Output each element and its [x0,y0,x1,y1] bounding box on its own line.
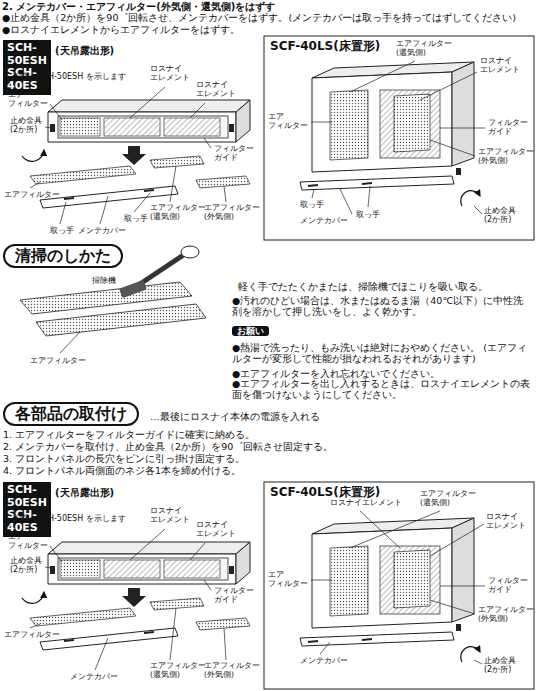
model-name: SCF-40LS(床置形) [270,486,380,500]
part-label: ロスナイエレメント [330,498,402,507]
part-label: エアフィルター (還気側) [420,490,476,507]
part-label: 止め金具 (2か所) [484,656,516,674]
note-text: ●エアフィルターを出し入れするときは、ロスナイエレメントの表面を傷つけないように… [232,379,532,401]
box-title: 各部品の取付け [15,405,127,423]
hand [181,246,199,258]
figure-note: ※図は SCH-50ESH を示します [12,514,126,523]
step-heading: 2. メンテカバー・エアフィルター(外気側・還気側)をはずす [2,1,275,13]
part-label: フィルター ガイド [488,118,528,136]
step-text: 1. エアフィルターをフィルターガイドに確実に納める。 [3,430,255,441]
part-label: フィルター ガイド [214,586,254,604]
part-label: エア フィルター [268,570,308,588]
part-label: エアフィルター (還気側) [150,204,206,221]
part-label: エアフィルター [30,356,86,365]
part-label: メンテカバー [300,656,348,665]
part-label: ロスナイ エレメント [196,80,236,98]
instruction-text: ●止め金具（2か所）を90゜回転させ、メンテカバーをはずす。(メンテカバーは取っ… [2,13,516,24]
note-tag: お願い [232,326,269,336]
part-label: エアフィルター [4,190,60,199]
part-label: エアフィルター (外気側) [478,606,534,623]
part-label: エアフィルター [4,630,60,639]
part-label: エアフィルター (外気側) [478,148,534,165]
box-title: SCH-50ESH SCH-40ES [7,484,47,535]
instruction-text: ●汚れのひどい場合は、水またはぬるま湯（40℃以下）に中性洗剤を溶かして押し洗い… [232,296,532,318]
step-text: 2. メンテカバーを取付け、止め金具（2か所）を90゜回転させ固定する。 [3,442,333,453]
model-band: SCH-50ESH SCH-40ES(天吊露出形) [3,482,51,537]
part-label: ロスナイ エレメント [480,56,520,74]
box-subtitle: (天吊露出形) [55,45,114,57]
part-label: メンテカバー [70,672,118,681]
floor-unit [300,62,480,206]
instruction-text: ●ロスナイエレメントからエアフィルターをはずす。 [2,25,240,36]
step-text: 3. フロントパネルの長穴をピンに引っ掛け固定する。 [3,454,245,465]
section-heading: 清掃のしかた [3,244,123,268]
leader-lines [30,61,485,670]
model-band: SCH-50ESH SCH-40ES(天吊露出形) [3,40,51,95]
figure-frame [264,482,534,689]
part-label: エアフィルター (外気側) [204,662,260,679]
part-label: ロスナイ エレメント [150,506,190,524]
part-label: エアフィルター (外気側) [204,204,260,221]
heading-note: …最後にロスナイ本体の電源を入れる [150,412,320,423]
part-label: エア フィルター [8,532,48,550]
part-label: ロスナイ エレメント [150,64,190,82]
box-subtitle: (天吊露出形) [55,487,114,499]
part-label: メンテカバー [300,216,348,225]
part-label: エア フィルター [8,90,48,108]
figure-frame [264,36,534,240]
note-text: ●熱湯で洗ったり、もみ洗いは絶対におやめください。 (エアフィルターが変形して性… [232,343,532,365]
part-label: ロスナイ エレメント [196,520,236,538]
part-label: フィルター ガイド [488,576,528,594]
part-label: 取っ手 [50,226,74,235]
model-name: SCF-40LS(床置形) [270,40,380,54]
part-label: 掃除機 [92,276,116,285]
part-label: フィルター ガイド [214,144,254,162]
part-label: メンテカバー [78,226,126,235]
part-label: 取っ手 [300,200,324,209]
section-heading: 各部品の取付け [3,402,139,426]
part-label: エアフィルター (還気側) [150,662,206,679]
vacuum-nozzle [119,280,147,298]
part-label: エアフィルター (還気側) [396,40,452,57]
floor-unit [300,518,480,662]
air-filter [36,304,206,336]
part-label: エア フィルター [268,112,308,130]
part-label: 止め金具 (2か所) [484,206,516,224]
box-title: SCH-50ESH SCH-40ES [7,42,47,93]
part-label: 取っ手 [356,210,380,219]
part-label: 止め金具 (2か所) [10,116,42,134]
step-text: 4. フロントパネル両側面のネジ各1本を締め付ける。 [3,466,241,477]
part-label: 取っ手 [124,214,148,223]
part-label: 止め金具 (2か所) [10,556,42,574]
box-title: お願い [237,326,264,336]
instruction-text: 軽く手でたたくかまたは、掃除機でほこりを吸い取る。 [238,282,488,293]
box-title: 清掃のしかた [15,247,111,265]
figure-note: ※図は SCH-50ESH を示します [12,72,126,81]
part-label: ロスナイ エレメント [486,512,526,530]
